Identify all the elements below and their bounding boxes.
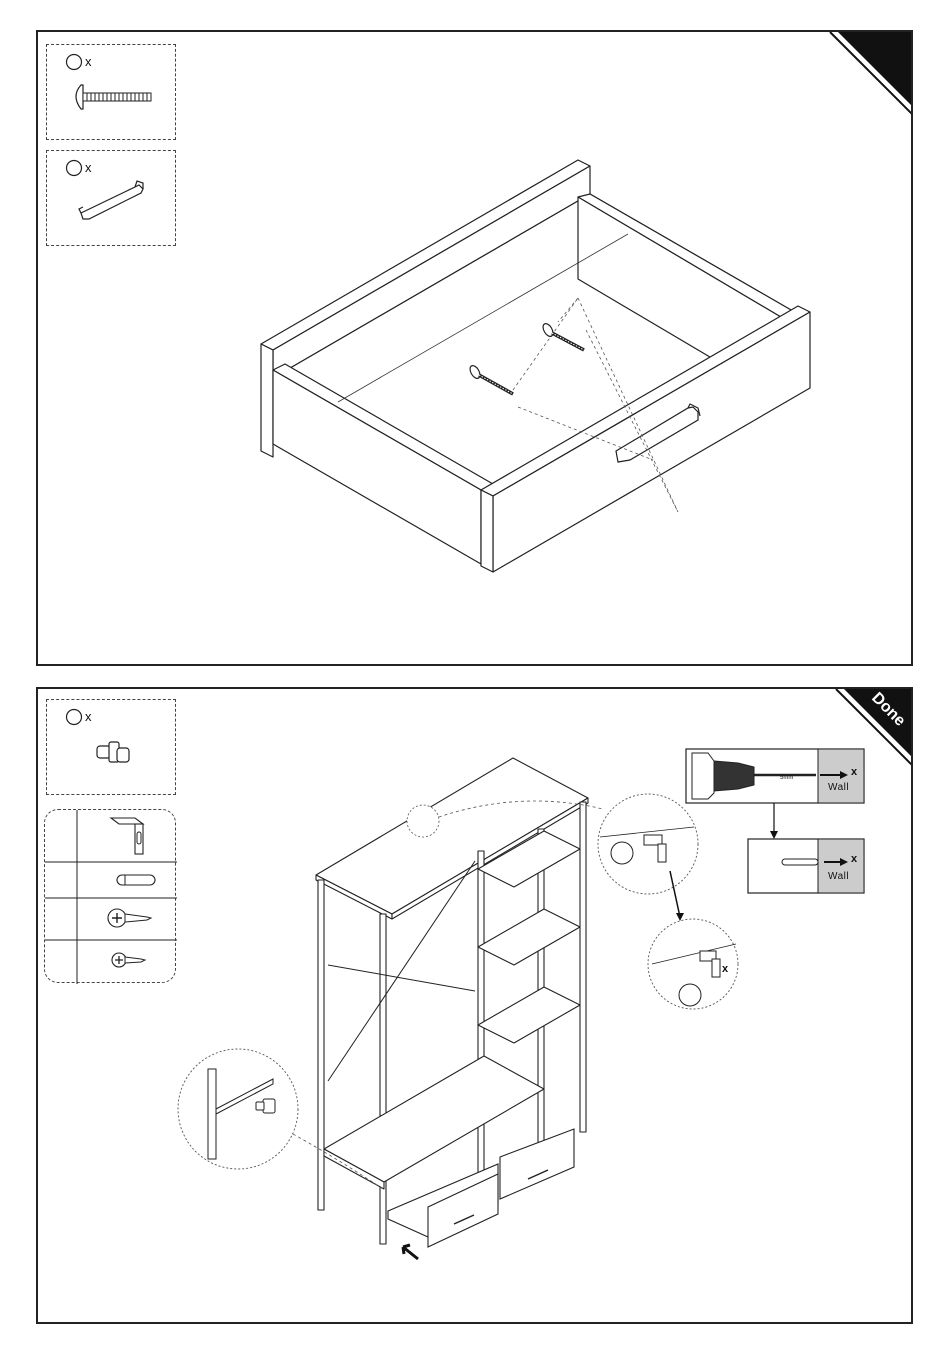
anchor-arrow-label: x <box>851 853 857 865</box>
drill-arrow-label: x <box>851 766 857 778</box>
quantity-circle-icon <box>65 159 83 177</box>
parts-box-handle: x <box>46 150 176 246</box>
drill-inset <box>686 749 864 803</box>
corner-triangle <box>838 32 913 109</box>
quantity-circle-icon <box>65 53 83 71</box>
quantity-label: x <box>85 54 92 69</box>
quantity-label: x <box>85 709 92 724</box>
parts-box-wall-kit <box>44 809 176 983</box>
bracket-quantity-label: x <box>722 963 728 975</box>
drawer-handle-icon <box>75 179 155 229</box>
wall-label: Wall <box>828 871 849 882</box>
screw-icon <box>105 904 153 934</box>
wall-anchor-icon <box>115 870 159 890</box>
parts-box-bolt: x <box>46 44 176 140</box>
parts-box-knob: x <box>46 699 176 795</box>
wall-label: Wall <box>828 782 849 793</box>
push-arrow <box>403 1245 418 1259</box>
small-screw-icon <box>109 948 149 974</box>
quantity-circle-icon <box>65 708 83 726</box>
quantity-label: x <box>85 160 92 175</box>
anchor-inset <box>748 839 864 893</box>
drawer-box <box>261 160 810 572</box>
mushroom-bolt-icon <box>69 83 159 113</box>
drill-size-label: 5mm <box>780 775 793 781</box>
drawer-knob-icon <box>91 736 141 776</box>
step-panel-handle: x x <box>36 30 913 666</box>
l-bracket-icon <box>107 814 147 858</box>
step-panel-done: Done 5mm x Wall x Wall x x <box>36 687 913 1324</box>
knob-callout-circle <box>178 1049 298 1169</box>
